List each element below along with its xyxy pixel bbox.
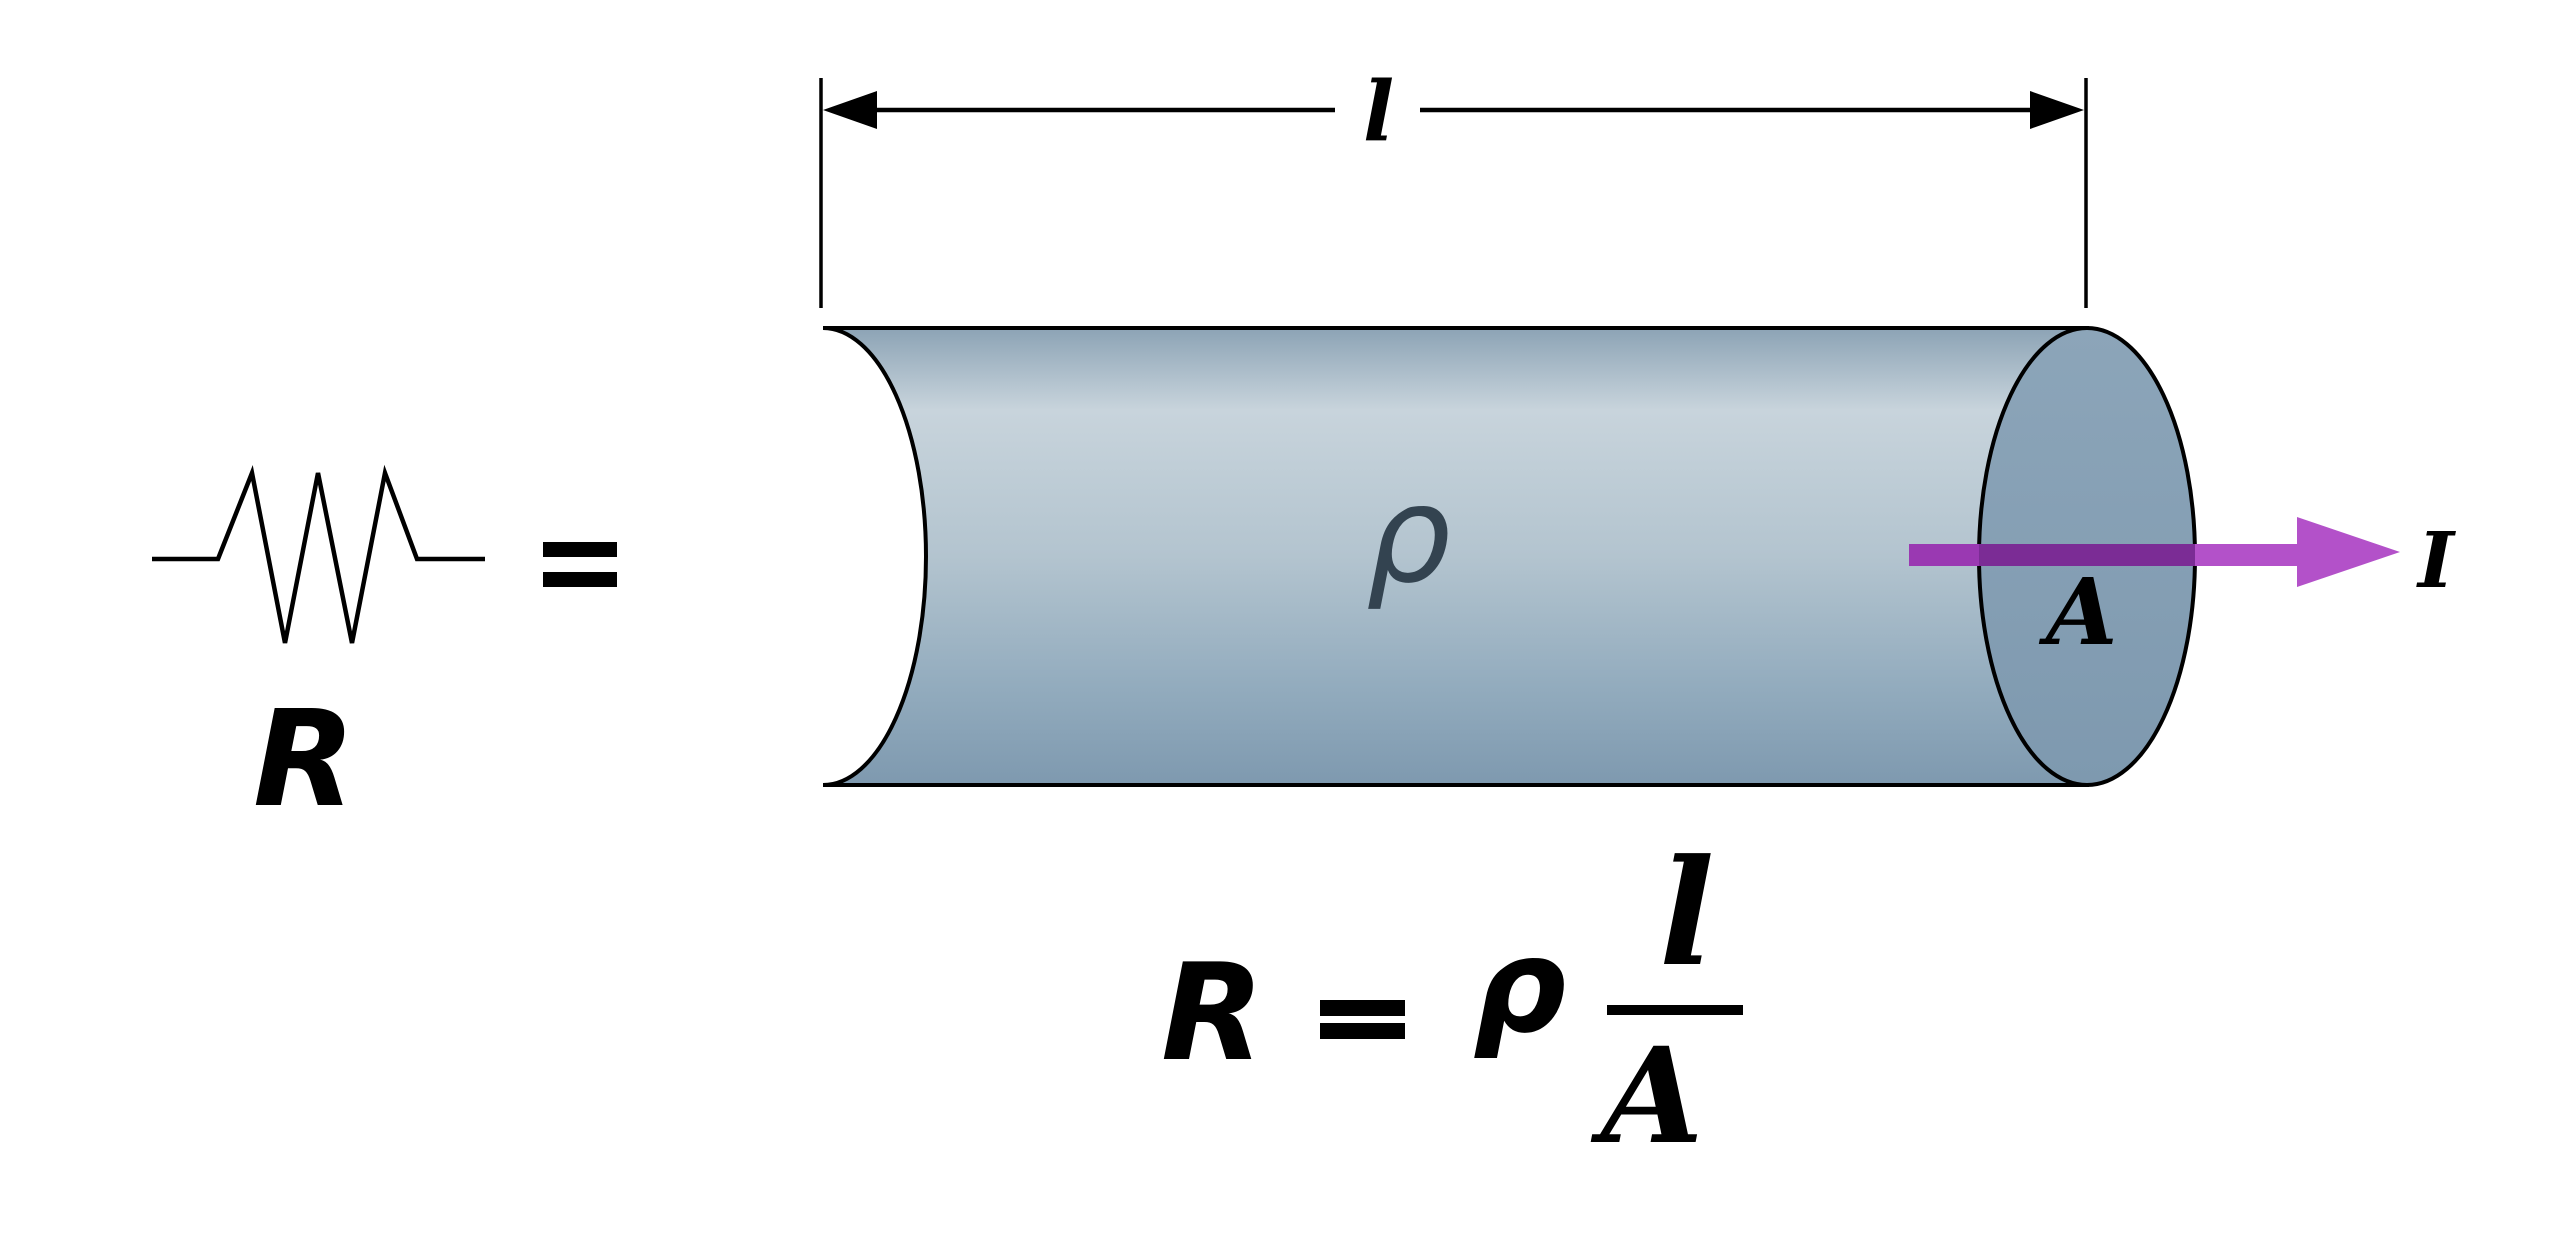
formula-equals-sign [1320,1000,1405,1039]
resistance-label: R [253,683,356,837]
resistor-symbol [152,464,485,644]
formula-equals-bottom-bar [1320,1023,1405,1039]
current-arrowhead-icon [2297,517,2400,587]
equals-top-bar [543,542,617,557]
current-arrow-shaft-over-face [1979,544,2195,566]
resistivity-label: ρ [1366,457,1452,613]
current-arrow [1909,517,2400,587]
arrowhead-left-icon [823,91,877,129]
cylinder-body [822,326,2089,787]
formula-resistance: R [1161,935,1265,1091]
equals-sign [543,542,617,587]
fraction-bar [1607,1005,1743,1015]
current-arrow-shaft-outside [2195,544,2298,566]
current-arrow-shaft-over-body [1909,544,1979,566]
length-label: l [1363,64,1395,160]
formula-denominator-area: A [1601,1019,1704,1174]
formula-equals-top-bar [1320,1000,1405,1016]
arrowhead-right-icon [2030,91,2084,129]
formula-resistivity: ρ [1473,910,1567,1062]
area-label: A [2046,558,2118,666]
length-dimension [819,78,2088,308]
equals-bottom-bar [543,572,617,587]
current-label: I [2418,516,2455,606]
formula-numerator-length: l [1659,828,1715,999]
